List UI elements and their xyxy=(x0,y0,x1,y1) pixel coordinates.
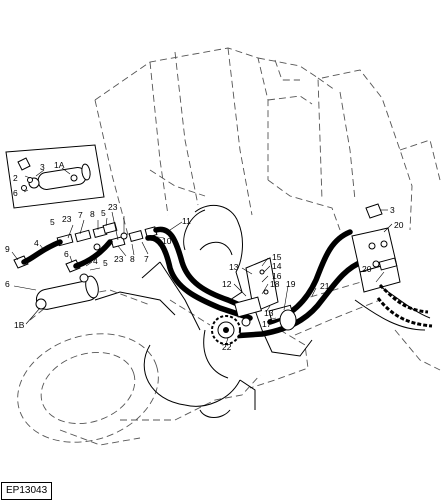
callout-15: 15 xyxy=(272,252,282,262)
callout-1b: 1B xyxy=(14,320,25,330)
cylinder-1b-icon xyxy=(35,273,99,310)
callout-5: 5 xyxy=(50,217,55,227)
callout-8: 8 xyxy=(90,209,95,219)
callout-5: 5 xyxy=(101,208,106,218)
callout-5: 5 xyxy=(103,258,108,268)
callout-17: 17 xyxy=(262,319,272,329)
hose-21-lower xyxy=(229,259,365,339)
figure-id-label: EP13043 xyxy=(1,482,53,500)
callout-8: 8 xyxy=(130,254,135,264)
control-valve xyxy=(351,203,433,328)
callout-12: 12 xyxy=(222,279,232,289)
callout-10: 10 xyxy=(162,236,172,246)
callout-7: 7 xyxy=(78,210,83,220)
callout-labels: 1A 2 3 6 5 23 7 8 5 23 11 9 4 6 4 5 6 23… xyxy=(5,160,404,352)
callout-23: 23 xyxy=(114,254,124,264)
hose-11 xyxy=(153,226,245,309)
callout-4: 4 xyxy=(34,238,39,248)
callout-13: 13 xyxy=(229,262,239,272)
callout-14: 14 xyxy=(272,261,282,271)
callout-2: 2 xyxy=(13,173,18,183)
hose-10 xyxy=(145,235,253,321)
callout-7: 7 xyxy=(144,254,149,264)
callout-16: 16 xyxy=(272,271,282,281)
callout-6: 6 xyxy=(64,249,69,259)
machine-ghost-outline xyxy=(17,47,441,446)
callout-4: 4 xyxy=(93,256,98,266)
callout-20: 20 xyxy=(362,264,372,274)
leader-lines xyxy=(11,167,393,345)
callout-23: 23 xyxy=(62,214,72,224)
callout-22: 22 xyxy=(222,342,232,352)
hose-4 xyxy=(21,239,63,265)
callout-18: 18 xyxy=(270,279,280,289)
detail-inset-box xyxy=(5,144,105,209)
valve-block xyxy=(233,257,297,331)
hose-4b xyxy=(73,239,113,269)
callout-9: 9 xyxy=(5,244,10,254)
callout-19: 19 xyxy=(286,279,296,289)
callout-23: 23 xyxy=(108,202,118,212)
callout-6: 6 xyxy=(13,188,18,198)
callout-6: 6 xyxy=(5,279,10,289)
sprocket-icon xyxy=(211,315,241,345)
callout-13: 13 xyxy=(264,308,274,318)
callout-21: 21 xyxy=(320,281,330,291)
callout-1a: 1A xyxy=(54,160,65,170)
callout-3: 3 xyxy=(390,205,395,215)
callout-3: 3 xyxy=(40,162,45,172)
callout-20: 20 xyxy=(394,220,404,230)
frame-structure xyxy=(94,204,431,418)
callout-11: 11 xyxy=(182,216,191,226)
